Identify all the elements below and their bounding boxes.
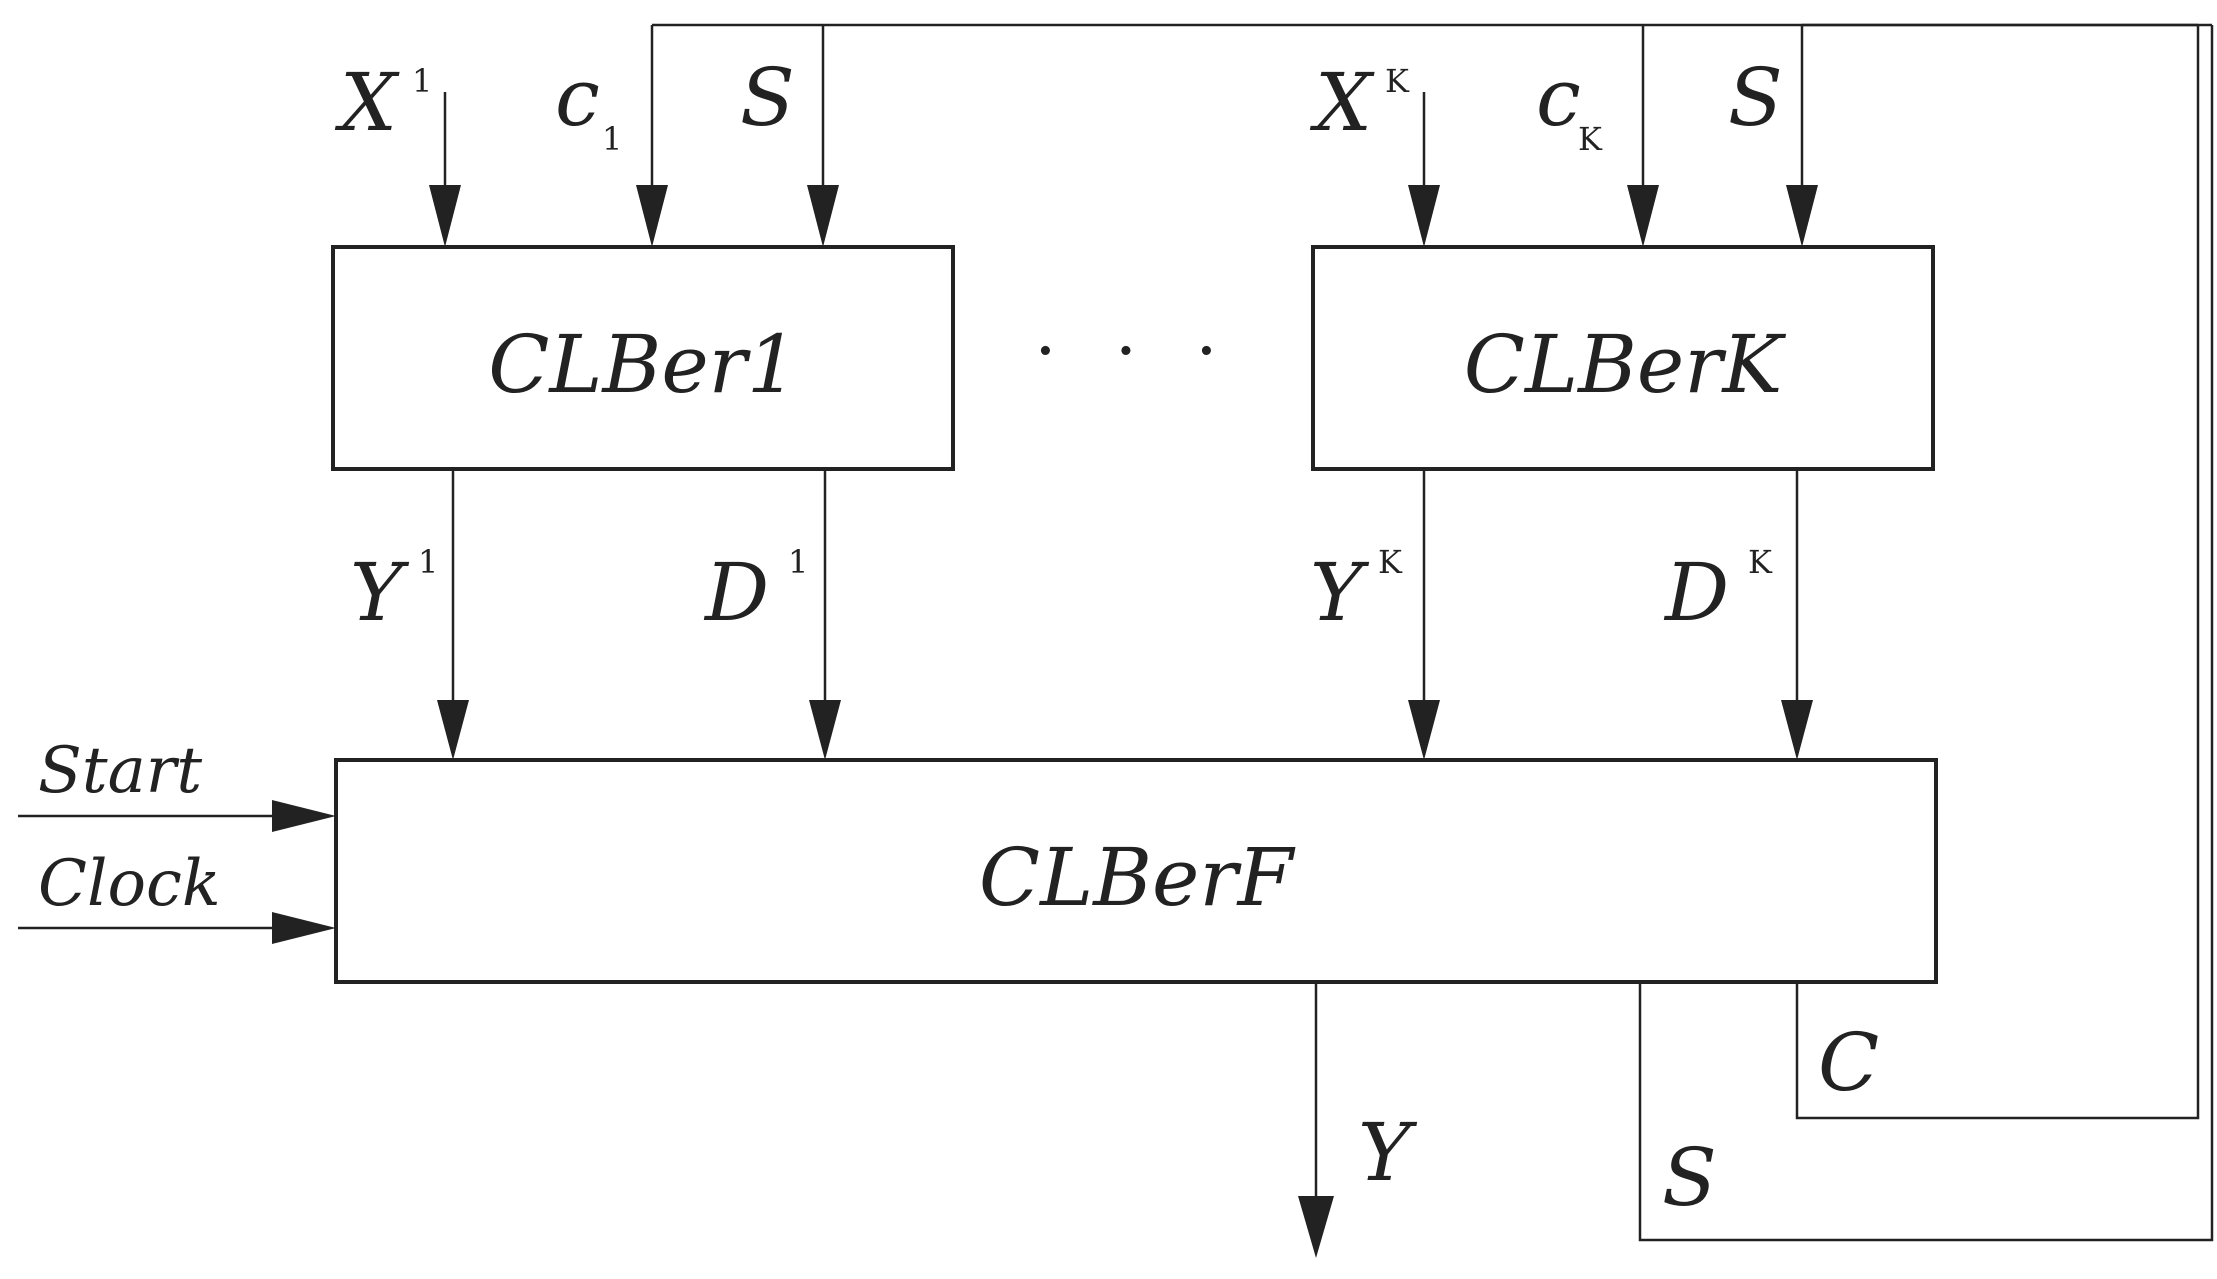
label-y1: Y 1 — [350, 543, 438, 639]
label-x1-sup: 1 — [412, 62, 432, 100]
block-clber1: CLBer1 — [331, 245, 955, 471]
label-y1-base: Y — [350, 546, 410, 639]
arrow-s1 — [807, 185, 839, 247]
label-y-out: Y — [1358, 1106, 1418, 1199]
label-c1: c 1 — [555, 51, 622, 158]
label-x1: X 1 — [334, 56, 432, 149]
label-x1-base: X — [334, 56, 400, 149]
label-ck: c K — [1536, 51, 1603, 158]
label-clock: Clock — [38, 847, 221, 921]
ellipsis: · · · — [1034, 310, 1235, 392]
label-dk-sup: K — [1748, 543, 1773, 581]
label-s-out: S — [1662, 1131, 1717, 1224]
arrow-x1 — [429, 185, 461, 247]
label-d1: D 1 — [703, 543, 808, 639]
arrow-yk — [1408, 700, 1440, 760]
label-c-out: C — [1818, 1016, 1879, 1109]
block-clberf: CLBerF — [334, 758, 1938, 984]
label-s1: S — [740, 51, 795, 144]
label-c1-base: c — [555, 51, 600, 144]
label-xk-sup: K — [1385, 62, 1410, 100]
label-ck-sub: K — [1578, 120, 1603, 158]
label-d1-base: D — [703, 546, 769, 639]
label-dk-base: D — [1663, 546, 1729, 639]
arrow-d1 — [809, 700, 841, 760]
arrow-ck — [1627, 185, 1659, 247]
label-d1-sup: 1 — [788, 543, 808, 581]
arrowheads — [272, 185, 1818, 1258]
label-start: Start — [38, 734, 202, 808]
block-clberk-frame — [1311, 245, 1935, 471]
label-yk-sup: K — [1378, 543, 1403, 581]
arrow-start — [272, 800, 336, 832]
arrow-c1 — [636, 185, 668, 247]
label-yk-base: Y — [1310, 546, 1370, 639]
label-xk: X K — [1309, 56, 1410, 149]
arrow-xk — [1408, 185, 1440, 247]
label-ck-base: c — [1536, 51, 1581, 144]
arrow-dk — [1781, 700, 1813, 760]
arrow-clock — [272, 912, 336, 944]
arrow-y-out — [1298, 1196, 1334, 1258]
label-xk-base: X — [1309, 56, 1375, 149]
label-y1-sup: 1 — [418, 543, 438, 581]
wire-s-feedback — [1638, 25, 2214, 1242]
block-clberk: CLBerK — [1311, 245, 1935, 471]
block-clberf-label: CLBerF — [979, 831, 1296, 924]
label-dk: D K — [1663, 543, 1773, 639]
arrow-sk — [1786, 185, 1818, 247]
label-c1-sub: 1 — [602, 120, 622, 158]
wire-c-feedback — [1795, 25, 2200, 1120]
block-clberf-frame — [334, 758, 1938, 984]
wires — [18, 23, 2214, 1242]
label-sk: S — [1728, 51, 1783, 144]
block-clber1-label: CLBer1 — [488, 318, 798, 411]
label-yk: Y K — [1310, 543, 1403, 639]
arrow-y1 — [437, 700, 469, 760]
block-clberk-label: CLBerK — [1464, 318, 1787, 411]
block-clber1-frame — [331, 245, 955, 471]
